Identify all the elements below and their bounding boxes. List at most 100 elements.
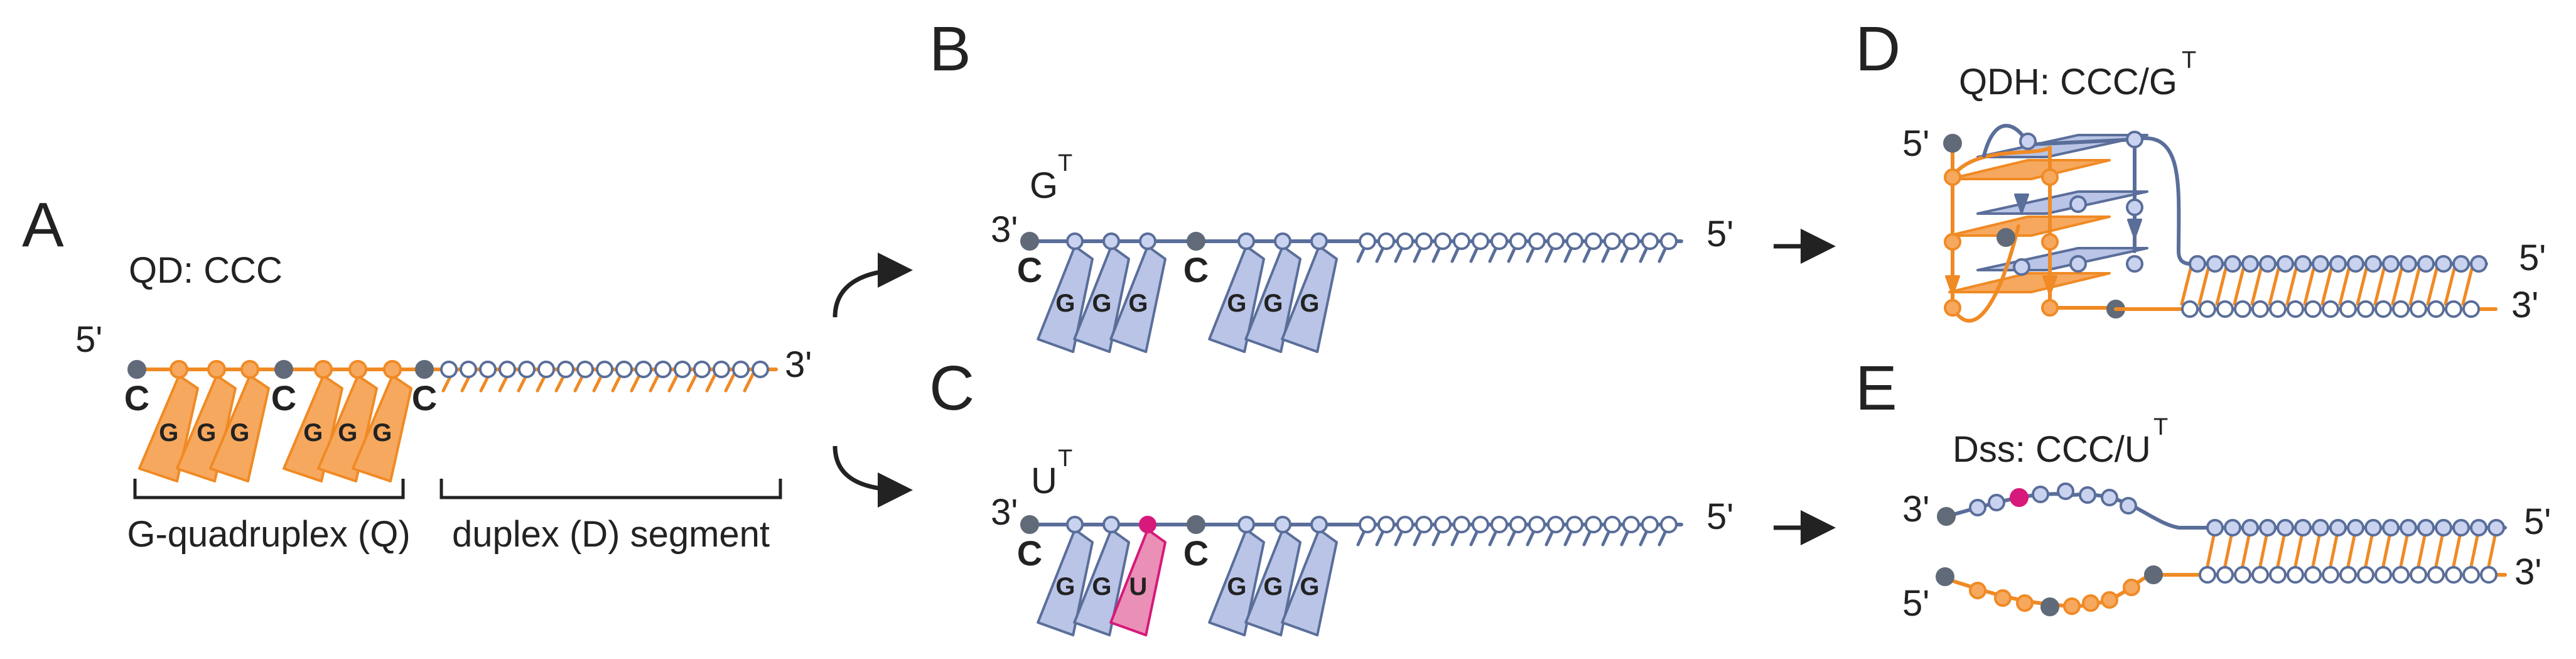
panel-d-orange-strand <box>1951 141 2118 323</box>
panel-e-duplex-rung <box>2469 531 2480 571</box>
panel-a-duplex-node <box>615 361 633 378</box>
panel-d-end-3-right: 3' <box>2511 285 2538 325</box>
panel-e-duplex-bottom-node <box>2410 566 2427 584</box>
panelC-g-tile <box>1244 528 1301 636</box>
panelC-duplex-node <box>1377 516 1395 533</box>
panel-a-duplex-node <box>498 361 516 378</box>
panelB-g-tile <box>1109 245 1167 353</box>
panel-e-duplex-rung <box>2240 531 2251 571</box>
panel-a-duplex-tick <box>743 371 755 393</box>
panel-a-duplex-node <box>635 361 652 378</box>
panel-d-duplex-rung <box>2373 267 2386 306</box>
panelB-g-tile <box>1244 245 1301 353</box>
panel-a-g-tile-label: G <box>197 419 216 447</box>
panel-d-c-node <box>2041 168 2059 186</box>
panelB-c-node <box>1020 232 1039 251</box>
panel-c-end-5: 5' <box>1706 496 1733 537</box>
panel-d-duplex-bottom-node <box>2374 300 2392 318</box>
panel-d-label: QDH: CCC/G <box>1959 62 2177 102</box>
panelB-g-node <box>1139 232 1156 250</box>
panel-d-duplex-bottom-node <box>2287 300 2304 318</box>
panelC-duplex-node <box>1641 516 1659 533</box>
panel-e-duplex-rung <box>2433 531 2445 571</box>
panelC-g-tile <box>1037 528 1094 636</box>
panel-e-duplex-top-node <box>2241 519 2259 536</box>
panelC-g-tile-label: G <box>1300 573 1319 601</box>
panelC-u-node <box>1139 516 1156 533</box>
panelB-g-node <box>1066 232 1084 250</box>
panel-a-g-tile-label: G <box>338 419 357 447</box>
panel-e-duplex-top-node <box>2329 519 2347 536</box>
panel-e-top-tail-node <box>2120 497 2137 515</box>
panel-d-duplex-rung <box>2285 267 2298 306</box>
panel-e-duplex-rung <box>2381 531 2392 571</box>
panelC-g-tile <box>1208 528 1265 636</box>
panelC-duplex-node <box>1660 516 1678 533</box>
panel-e-duplex-top-node <box>2294 519 2312 536</box>
panel-d-duplex-bottom-node <box>2304 300 2322 318</box>
panel-e-duplex-top-node <box>2400 519 2417 536</box>
panel-a-duplex-node <box>576 361 594 378</box>
panel-e-duplex-rung <box>2363 531 2374 571</box>
panel-e-duplex-rung <box>2451 531 2462 571</box>
panel-e-duplex-rung <box>2398 531 2410 571</box>
panel-d-duplex-top-node <box>2277 255 2294 273</box>
panel-e-duplex-bottom-node <box>2374 566 2392 584</box>
panel-letter-a: A <box>22 190 64 260</box>
panel-d-g-node <box>2019 133 2037 150</box>
panelC-g-node <box>1066 516 1084 533</box>
panelB-g-tile <box>1037 245 1094 353</box>
panel-e-duplex-bottom-node <box>2322 566 2339 584</box>
panel-c-label: U <box>1031 460 1057 501</box>
panelB-duplex-node <box>1566 232 1583 250</box>
panel-e-duplex-bottom-node <box>2462 566 2480 584</box>
panel-a-duplex-node <box>654 361 672 378</box>
panel-e-label: Dss: CCC/U <box>1953 429 2151 470</box>
panelB-g-tile <box>1208 245 1265 353</box>
panelC-duplex-node <box>1547 516 1565 533</box>
panel-d-duplex-rung <box>2356 267 2368 306</box>
panel-d-duplex-bottom-node <box>2339 300 2357 318</box>
panel-e-duplex-top-node <box>2312 519 2329 536</box>
panel-e-gray-node <box>1936 567 1954 586</box>
panelC-duplex-node <box>1359 516 1376 533</box>
panel-d-duplex-rung <box>2461 267 2474 306</box>
panel-e-top-tail-node <box>2079 486 2096 504</box>
panelB-g-node <box>1237 232 1255 250</box>
panel-a-duplex-tick <box>705 371 718 393</box>
panelC-g-node <box>1102 516 1120 533</box>
panel-e-duplex-bottom-node <box>2357 566 2374 584</box>
panelB-duplex-node <box>1622 232 1640 250</box>
panelC-g-tile-label: G <box>1055 573 1075 601</box>
panel-e-magenta-node <box>2010 488 2029 507</box>
panelB-duplex-node <box>1415 232 1433 250</box>
panel-a-duplex-node <box>518 361 536 378</box>
panel-e-duplex-rung <box>2223 531 2234 571</box>
panel-e-duplex-bottom-node <box>2199 566 2216 584</box>
panel-d-duplex-rung <box>2391 267 2403 306</box>
panel-e-duplex-top-node <box>2347 519 2364 536</box>
panelB-duplex-node <box>1472 232 1489 250</box>
panel-d-duplex-bottom-node <box>2410 300 2427 318</box>
panel-d-duplex-rung <box>2233 267 2245 306</box>
panel-d-duplex-rung <box>2426 267 2439 306</box>
panel-e-duplex-bottom-node <box>2392 566 2410 584</box>
panel-a-duplex-node <box>732 361 750 378</box>
panel-d-g-node <box>2013 258 2030 276</box>
panel-d-duplex-top-node <box>2382 255 2400 273</box>
panel-a-g-node <box>207 360 226 379</box>
panelB-duplex-node <box>1585 232 1602 250</box>
panelC-duplex-node <box>1396 516 1414 533</box>
panelB-g-node <box>1310 232 1328 250</box>
panel-letter-c: C <box>929 353 974 423</box>
panelC-g-node <box>1274 516 1291 533</box>
panel-d-duplex-bottom-node <box>2357 300 2374 318</box>
panel-a-duplex-node <box>440 361 458 378</box>
panel-e-duplex-bottom-node <box>2480 566 2498 584</box>
panelC-duplex-node <box>1472 516 1489 533</box>
panel-e-end-3-left: 3' <box>1902 489 1929 530</box>
panel-e-duplex-rung <box>2293 531 2304 571</box>
panel-e-top-tail-node <box>2032 486 2049 503</box>
panel-e-duplex-top-node <box>2259 519 2277 536</box>
